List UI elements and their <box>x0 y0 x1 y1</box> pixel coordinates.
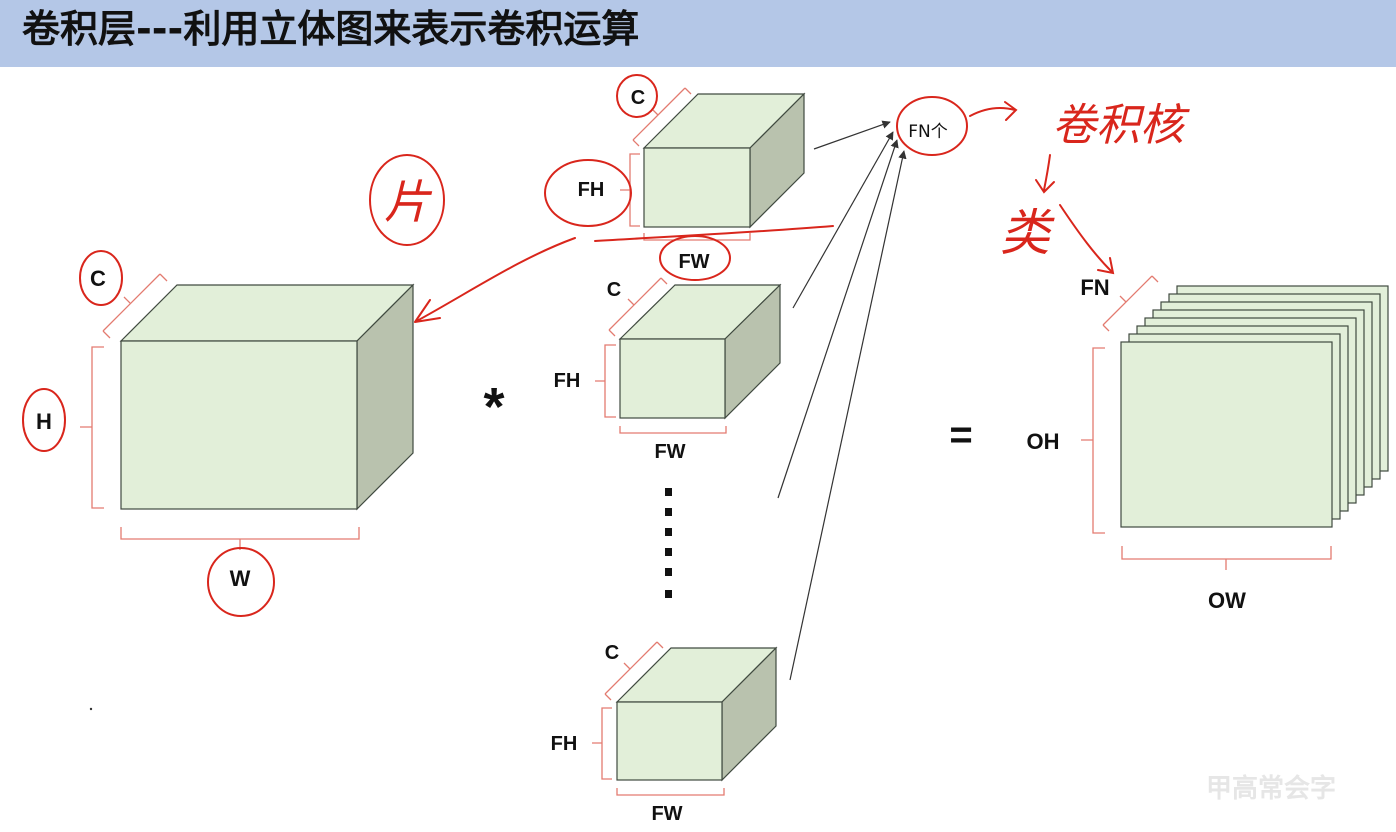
output-feature-maps <box>1120 285 1389 528</box>
vertical-dots-icon <box>665 488 672 598</box>
filter-1-width-bracket <box>643 233 751 241</box>
circle-piece-note <box>369 154 445 246</box>
output-count-label: FN <box>1080 275 1109 300</box>
circle-filter-height <box>544 159 632 227</box>
filter-3-height-label: FH <box>551 733 578 755</box>
stray-dot <box>89 707 93 711</box>
input-cube-front <box>120 340 358 510</box>
handwritten-piece-note: 片 <box>384 175 433 229</box>
convolution-operator: * <box>483 377 504 437</box>
filter-2-channel-label: C <box>607 279 621 301</box>
input-height-label: H <box>36 409 52 434</box>
filter-2-channel-bracket <box>608 277 668 337</box>
filter-count-arrows <box>777 120 907 681</box>
filter-2-width-label: FW <box>654 441 685 463</box>
filter-1-channel-label: C <box>631 87 645 109</box>
page-title: 卷积层---利用立体图来表示卷积运算 <box>22 7 640 51</box>
handwritten-class-note: 类 <box>1000 204 1055 262</box>
arrow-class-to-output <box>1059 204 1115 275</box>
circle-input-width <box>207 547 275 617</box>
circle-filter-count <box>896 96 968 156</box>
circle-input-height <box>22 388 66 452</box>
input-channel-label: C <box>90 266 106 291</box>
filter-3-channel-bracket <box>604 641 664 701</box>
output-width-label: OW <box>1208 588 1246 613</box>
filter-cube-3 <box>615 646 778 782</box>
filter-cube-2-front <box>619 338 726 419</box>
filter-cube-1-front <box>643 147 751 228</box>
filter-cube-2 <box>618 283 782 420</box>
filter-2-height-label: FH <box>554 370 581 392</box>
filter-2-height-bracket <box>595 344 616 418</box>
arrow-piece-to-cube <box>414 237 576 323</box>
arrow-kernel-down <box>1035 154 1055 194</box>
filter-3-width-bracket <box>616 788 725 796</box>
filter-3-width-label: FW <box>651 803 682 825</box>
output-front-map <box>1120 341 1333 528</box>
input-cube <box>119 283 415 511</box>
arrow-fn-to-kernel <box>969 101 1018 121</box>
filter-count-label: FN个 <box>908 122 948 142</box>
filter-cube-1 <box>642 92 806 229</box>
filter-3-height-bracket <box>592 707 612 780</box>
underline-filter <box>594 225 834 242</box>
handwritten-kernel-note: 卷积核 <box>1052 100 1190 151</box>
filter-3-channel-label: C <box>605 642 619 664</box>
circle-filter-channel <box>616 74 658 118</box>
input-channel-bracket <box>102 273 168 339</box>
input-width-bracket <box>120 527 360 550</box>
filter-1-height-label: FH <box>578 179 605 201</box>
watermark-text: 甲高常会字 <box>1206 773 1336 804</box>
output-height-bracket <box>1081 347 1105 534</box>
circle-input-channel <box>79 250 123 306</box>
handwritten-annotations <box>22 74 1115 617</box>
input-width-label: W <box>230 566 251 591</box>
filter-1-channel-bracket <box>632 87 692 147</box>
filter-cube-3-front <box>616 701 723 781</box>
output-height-label: OH <box>1027 429 1060 454</box>
output-count-bracket <box>1102 275 1159 332</box>
input-height-bracket <box>80 346 104 509</box>
filter-2-width-bracket <box>619 426 727 434</box>
output-width-bracket <box>1121 546 1332 570</box>
equals-sign: = <box>949 413 972 457</box>
filter-1-width-label: FW <box>678 251 709 273</box>
title-bar: 卷积层---利用立体图来表示卷积运算 <box>0 0 1396 67</box>
